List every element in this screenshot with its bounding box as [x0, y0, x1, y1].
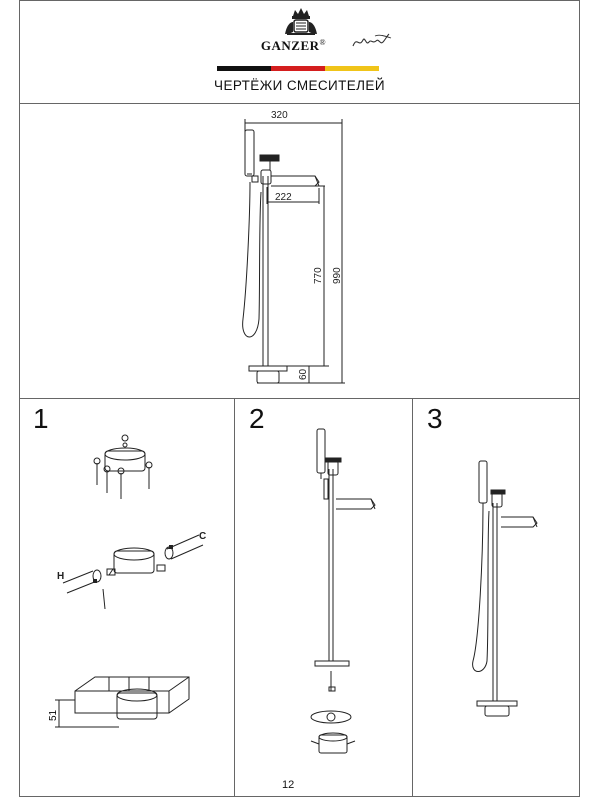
crown-crest-logo: [285, 8, 317, 35]
dimension-drawing-panel: 320 222 770 990 60: [19, 104, 580, 399]
cold-label: C: [199, 531, 206, 542]
step-2-number: 2: [249, 403, 265, 434]
mounting-box: [104, 450, 146, 472]
flag-stripes: [217, 66, 379, 71]
brand-logo: GANZER®: [19, 38, 580, 54]
spout: [271, 175, 320, 187]
step-1-panel: 1: [19, 399, 235, 796]
registered-mark: ®: [319, 38, 327, 47]
dim-label-51: 51: [48, 709, 59, 721]
dim-label-spout-reach: 222: [275, 192, 292, 203]
hot-label: H: [57, 571, 64, 582]
flag-stripe-gold: [325, 66, 379, 71]
header: GANZER® ЧЕРТЁЖИ СМЕСИТЕЛЕЙ: [19, 0, 580, 104]
step-2-illustration: [310, 428, 376, 754]
step-1-number: 1: [33, 403, 49, 434]
shower-hose: [242, 181, 262, 338]
dim-label-spout-height: 770: [313, 267, 324, 284]
dim-label-width: 320: [271, 110, 288, 121]
floor-block: [74, 676, 190, 714]
step-1-illustration: C H 51: [48, 434, 206, 728]
flag-stripe-red: [271, 66, 325, 71]
step-3-illustration: [472, 460, 538, 717]
faucet-dimension-drawing: 320 222 770 990 60: [242, 110, 345, 384]
signature-image: [352, 33, 392, 47]
brand-name: GANZER: [260, 38, 320, 54]
handshower: [244, 129, 255, 177]
hot-pipe: [62, 570, 98, 594]
dim-label-total-height: 990: [332, 267, 343, 284]
document-title: ЧЕРТЁЖИ СМЕСИТЕЛЕЙ: [214, 78, 385, 93]
flag-stripe-black: [217, 66, 271, 71]
step-2-panel: 2: [235, 399, 413, 796]
step-3-number: 3: [427, 403, 443, 434]
dim-label-base-height: 60: [298, 368, 309, 380]
page-number: 12: [282, 779, 295, 791]
faucet-base: [248, 365, 288, 372]
step-3-panel: 3: [413, 399, 578, 796]
mixer-handle: [259, 154, 280, 162]
